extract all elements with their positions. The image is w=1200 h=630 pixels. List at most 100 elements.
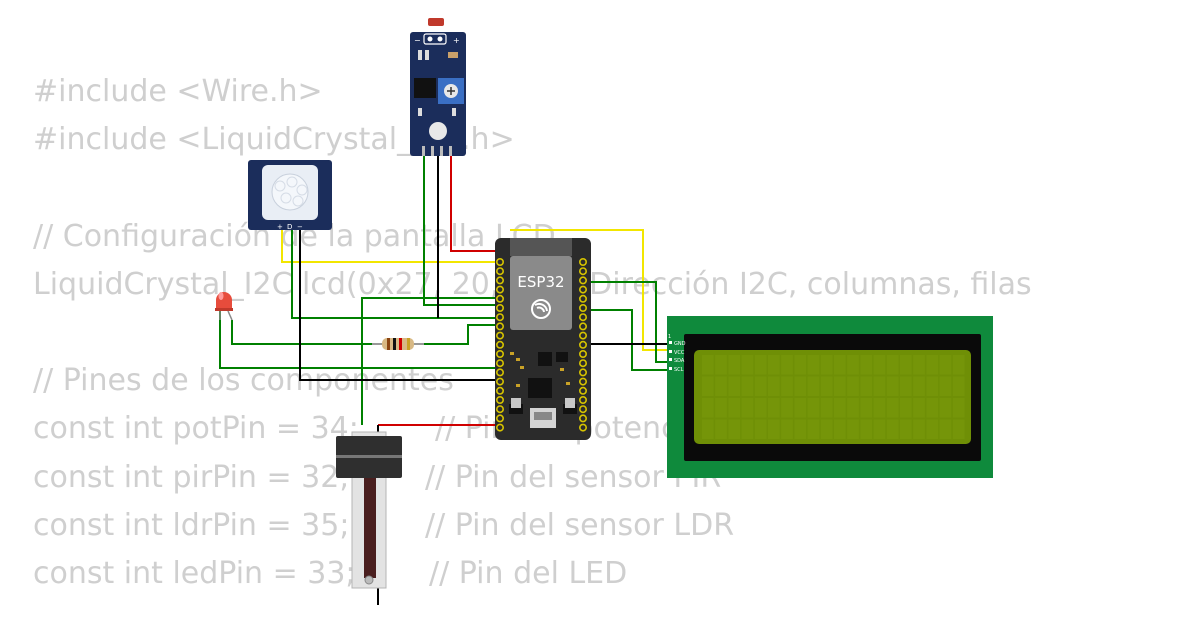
lcd-pin-scl: SCL [674, 367, 684, 373]
esp32-pin[interactable] [495, 414, 504, 423]
red-led[interactable] [215, 292, 233, 321]
esp32-pin[interactable] [578, 331, 587, 340]
ldr-plus-label: + [453, 36, 460, 45]
esp32-pin[interactable] [578, 276, 587, 285]
esp32-pin[interactable] [578, 285, 587, 294]
lcd-char-cell [754, 355, 767, 375]
esp32-pin[interactable] [578, 340, 587, 349]
esp32-pin[interactable] [495, 313, 504, 322]
esp32-pin[interactable] [495, 340, 504, 349]
lcd-char-cell [741, 376, 754, 396]
lcd-char-cell [768, 398, 780, 418]
lcd-char-cell [715, 355, 727, 375]
lcd-char-cell [939, 376, 952, 396]
esp32-pin[interactable] [578, 349, 587, 358]
lcd-char-cell [834, 376, 846, 396]
code-statement: const int ldrPin = 35; [33, 507, 350, 543]
lcd-char-cell [886, 419, 899, 439]
wire-green-lcd-scl[interactable] [582, 309, 670, 371]
lcd-char-cell [768, 376, 780, 396]
esp32-pin[interactable] [495, 276, 504, 285]
lcd-char-cell [860, 355, 873, 375]
esp32-pin[interactable] [495, 322, 504, 331]
lcd-char-cell [728, 419, 741, 439]
esp32-pin[interactable] [578, 267, 587, 276]
lcd-char-cell [900, 419, 912, 439]
lcd-char-cell [913, 419, 925, 439]
esp32-pin[interactable] [495, 423, 504, 432]
esp32-pin[interactable] [578, 313, 587, 322]
wire-green-led[interactable] [231, 320, 500, 345]
wire-green-lcd-sda[interactable] [582, 281, 670, 363]
lcd-char-cell [820, 355, 833, 375]
lcd-char-cell [768, 419, 780, 439]
slide-potentiometer[interactable] [336, 431, 402, 589]
wire-red-ldr-vcc[interactable] [450, 150, 501, 262]
code-statement: const int ledPin = 33; [33, 555, 356, 591]
esp32-pin[interactable] [495, 331, 504, 340]
esp32-pin[interactable] [578, 405, 587, 414]
lcd-char-cell [702, 376, 714, 396]
resistor[interactable] [372, 338, 424, 350]
esp32-pin[interactable] [578, 359, 587, 368]
esp32-pin[interactable] [495, 257, 504, 266]
esp32-pin[interactable] [578, 322, 587, 331]
esp32-pin[interactable] [495, 349, 504, 358]
wire-black-pir-gnd[interactable] [299, 222, 500, 381]
esp32-board[interactable]: ESP32 [495, 238, 591, 440]
lcd-char-cell [728, 355, 741, 375]
lcd-char-cell [754, 398, 767, 418]
code-comment: // Pin del LED [429, 555, 628, 591]
esp32-pin[interactable] [495, 285, 504, 294]
pir-sensor[interactable]: + D − [248, 160, 332, 231]
esp32-pin[interactable] [578, 414, 587, 423]
esp32-pin[interactable] [495, 386, 504, 395]
esp32-pin[interactable] [578, 294, 587, 303]
lcd-char-cell [926, 355, 939, 375]
lcd-char-cell [794, 355, 807, 375]
esp32-pin[interactable] [578, 377, 587, 386]
esp32-pin[interactable] [495, 303, 504, 312]
esp32-pin[interactable] [578, 423, 587, 432]
esp32-pin[interactable] [578, 303, 587, 312]
esp32-pin[interactable] [495, 368, 504, 377]
lcd-char-cell [807, 398, 820, 418]
esp32-pin[interactable] [495, 359, 504, 368]
code-line: const int ledPin = 33; // Pin del LED [33, 550, 1032, 598]
esp32-pin[interactable] [495, 294, 504, 303]
lcd-char-cell [834, 398, 846, 418]
esp32-pin[interactable] [495, 267, 504, 276]
esp32-pin[interactable] [495, 377, 504, 386]
wire-red-pot[interactable] [378, 405, 501, 426]
esp32-pin[interactable] [578, 368, 587, 377]
wire-green-ldr-do[interactable] [423, 150, 500, 306]
lcd-char-cell [939, 398, 952, 418]
lcd-char-cell [741, 355, 754, 375]
esp32-pin[interactable] [495, 395, 504, 404]
ldr-sensor-module[interactable]: − + [410, 18, 466, 156]
code-line: const int ldrPin = 35; // Pin del sensor … [33, 502, 1032, 550]
wire-green-pir-out[interactable] [291, 222, 500, 319]
code-line: #include <Wire.h> [33, 74, 323, 109]
lcd-display[interactable]: 1 GND VCC SDA SCL [667, 316, 993, 478]
code-comment: // Pin del sensor LDR [425, 507, 735, 543]
pir-d-label: D [287, 223, 292, 231]
lcd-char-cell [926, 398, 939, 418]
lcd-char-cell [939, 355, 952, 375]
espressif-logo-icon [531, 299, 551, 319]
boot-button[interactable] [511, 398, 521, 408]
esp32-pin[interactable] [495, 405, 504, 414]
lcd-char-cell [702, 355, 714, 375]
lcd-char-cell [807, 355, 820, 375]
lcd-char-cell [820, 398, 833, 418]
esp32-pin[interactable] [578, 386, 587, 395]
lcd-char-cell [873, 355, 886, 375]
reset-button[interactable] [565, 398, 575, 408]
esp32-pin[interactable] [578, 257, 587, 266]
lcd-char-cell [926, 376, 939, 396]
lcd-char-cell [886, 355, 899, 375]
esp32-pin[interactable] [578, 395, 587, 404]
lcd-char-cell [952, 398, 965, 418]
wire-green-pot-signal[interactable] [361, 297, 500, 425]
